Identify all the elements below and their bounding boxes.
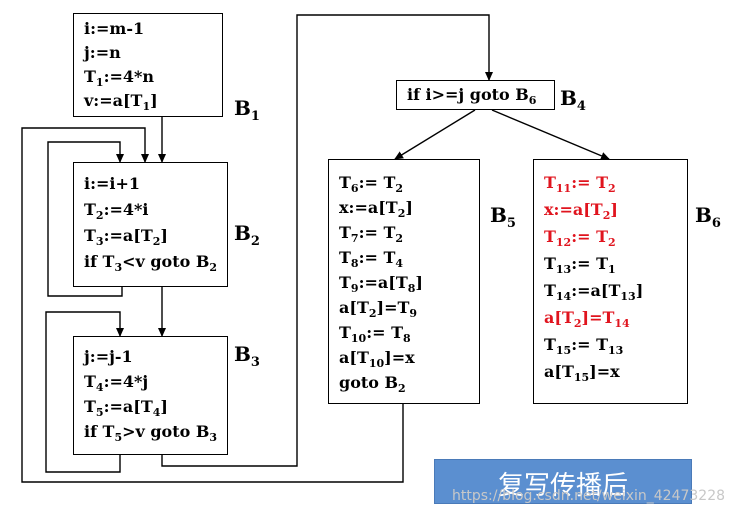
b5-line: a[T2]=T9 — [339, 298, 418, 320]
label-b3: B3 — [234, 342, 260, 370]
b6-line: a[T2]=T14 — [544, 308, 630, 330]
block-b6: T11:= T2 x:=a[T2] T12:= T2 T13:= T1 T14:… — [533, 159, 688, 404]
caption-text: 复写传播后 — [497, 471, 628, 501]
label-b6: B6 — [695, 203, 721, 231]
label-b1: B1 — [234, 96, 260, 124]
block-b4: if i>=j goto B6 — [396, 80, 555, 110]
b2-line: T2:=4*i — [84, 200, 149, 222]
b1-line: j:=n — [84, 43, 121, 62]
label-b2: B2 — [234, 221, 260, 249]
b6-line: T11:= T2 — [544, 173, 616, 195]
block-b3: j:=j-1 T4:=4*j T5:=a[T4] if T5>v goto B3 — [73, 336, 228, 455]
b5-line: goto B2 — [339, 373, 406, 395]
edge-b4-b6 — [491, 109, 610, 160]
b5-line: a[T10]=x — [339, 348, 415, 370]
block-b5: T6:= T2 x:=a[T2] T7:= T2 T8:= T4 T9:=a[T… — [328, 159, 480, 404]
edge-b3-b4 — [161, 14, 493, 467]
edge-b5-b2 — [21, 127, 404, 483]
b3-line: j:=j-1 — [84, 347, 133, 366]
b4-line: if i>=j goto B6 — [407, 85, 537, 107]
block-b1: i:=m-1 j:=n T1:=4*n v:=a[T1] — [73, 13, 223, 117]
b5-line: T9:=a[T8] — [339, 273, 423, 295]
b1-line: v:=a[T1] — [84, 91, 158, 113]
b5-line: T6:= T2 — [339, 173, 404, 195]
caption-banner: 复写传播后 — [434, 459, 692, 504]
edge-b2-self — [47, 141, 124, 297]
b6-line: T12:= T2 — [544, 227, 616, 249]
block-b2: i:=i+1 T2:=4*i T3:=a[T2] if T3<v goto B2 — [73, 162, 228, 287]
b5-line: T10:= T8 — [339, 323, 411, 345]
edge-b4-b5 — [394, 109, 476, 160]
watermark: https://blog.csdn.net/weixin_42473228 — [452, 488, 726, 504]
b2-line: if T3<v goto B2 — [84, 252, 218, 274]
b3-line: if T5>v goto B3 — [84, 422, 218, 444]
label-b4: B4 — [560, 86, 586, 114]
b3-line: T4:=4*j — [84, 372, 149, 394]
b3-line: T5:=a[T4] — [84, 397, 168, 419]
edge-b3-self — [45, 311, 124, 473]
b6-line: x:=a[T2] — [544, 200, 618, 222]
b1-line: i:=m-1 — [84, 19, 145, 38]
b6-line: T14:=a[T13] — [544, 281, 644, 303]
b6-line: a[T15]=x — [544, 362, 620, 384]
b1-line: T1:=4*n — [84, 67, 155, 89]
b6-line: T13:= T1 — [544, 254, 616, 276]
b2-line: i:=i+1 — [84, 174, 141, 193]
b5-line: x:=a[T2] — [339, 198, 413, 220]
b5-line: T8:= T4 — [339, 248, 404, 270]
b2-line: T3:=a[T2] — [84, 226, 168, 248]
b5-line: T7:= T2 — [339, 223, 404, 245]
label-b5: B5 — [490, 203, 516, 231]
b6-line: T15:= T13 — [544, 335, 624, 357]
